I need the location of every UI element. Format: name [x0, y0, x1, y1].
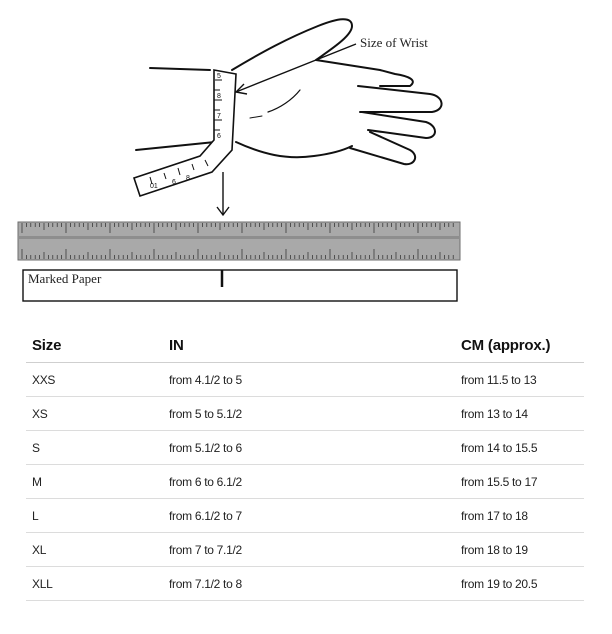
size-cell: M: [26, 464, 163, 499]
tape-measure: 5 8 7 6 8 6 01: [132, 69, 237, 198]
inch-cell: from 7 to 7.1/2: [163, 532, 455, 567]
svg-text:8: 8: [217, 93, 221, 100]
header-in: IN: [163, 328, 455, 363]
cm-cell: from 14 to 15.5: [455, 430, 584, 465]
hand-drawing: [135, 18, 443, 166]
size-cell: XXS: [26, 362, 163, 397]
size-cell: XL: [26, 532, 163, 567]
size-cell: XS: [26, 396, 163, 431]
table-header-row: Size IN CM (approx.): [26, 328, 584, 363]
inch-cell: from 5 to 5.1/2: [163, 396, 455, 431]
size-cell: L: [26, 498, 163, 533]
svg-text:5: 5: [217, 73, 221, 80]
cm-cell: from 18 to 19: [455, 532, 584, 567]
inch-cell: from 5.1/2 to 6: [163, 430, 455, 465]
table-row: M from 6 to 6.1/2 from 15.5 to 17: [26, 464, 584, 499]
svg-text:7: 7: [217, 113, 221, 120]
svg-text:6: 6: [217, 133, 221, 140]
svg-text:6: 6: [172, 179, 176, 186]
cm-cell: from 13 to 14: [455, 396, 584, 431]
svg-text:8: 8: [186, 175, 190, 182]
table-row: XS from 5 to 5.1/2 from 13 to 14: [26, 396, 584, 431]
header-size: Size: [26, 328, 163, 363]
down-arrow-icon: [216, 172, 230, 217]
cm-cell: from 19 to 20.5: [455, 566, 584, 601]
table-row: L from 6.1/2 to 7 from 17 to 18: [26, 498, 584, 533]
header-cm: CM (approx.): [455, 328, 584, 363]
inch-cell: from 7.1/2 to 8: [163, 566, 455, 601]
wrist-pointer-arrow: [234, 43, 357, 95]
marked-paper-label: Marked Paper: [28, 271, 102, 286]
cm-cell: from 15.5 to 17: [455, 464, 584, 499]
inch-cell: from 6 to 6.1/2: [163, 464, 455, 499]
cm-cell: from 11.5 to 13: [455, 362, 584, 397]
size-cell: S: [26, 430, 163, 465]
wrist-size-label: Size of Wrist: [360, 35, 428, 50]
ruler: [17, 221, 461, 261]
table-row: S from 5.1/2 to 6 from 14 to 15.5: [26, 430, 584, 465]
marked-paper: [22, 269, 458, 302]
svg-text:01: 01: [150, 183, 158, 190]
table-row: XLL from 7.1/2 to 8 from 19 to 20.5: [26, 566, 584, 601]
wrist-measurement-illustration: 5 8 7 6 8 6 01 Size of Wrist: [17, 18, 461, 302]
size-chart-table: Size IN CM (approx.) XXS from 4.1/2 to 5…: [26, 328, 584, 601]
inch-cell: from 6.1/2 to 7: [163, 498, 455, 533]
size-cell: XLL: [26, 566, 163, 601]
table-row: XXS from 4.1/2 to 5 from 11.5 to 13: [26, 362, 584, 397]
table-row: XL from 7 to 7.1/2 from 18 to 19: [26, 532, 584, 567]
inch-cell: from 4.1/2 to 5: [163, 362, 455, 397]
cm-cell: from 17 to 18: [455, 498, 584, 533]
